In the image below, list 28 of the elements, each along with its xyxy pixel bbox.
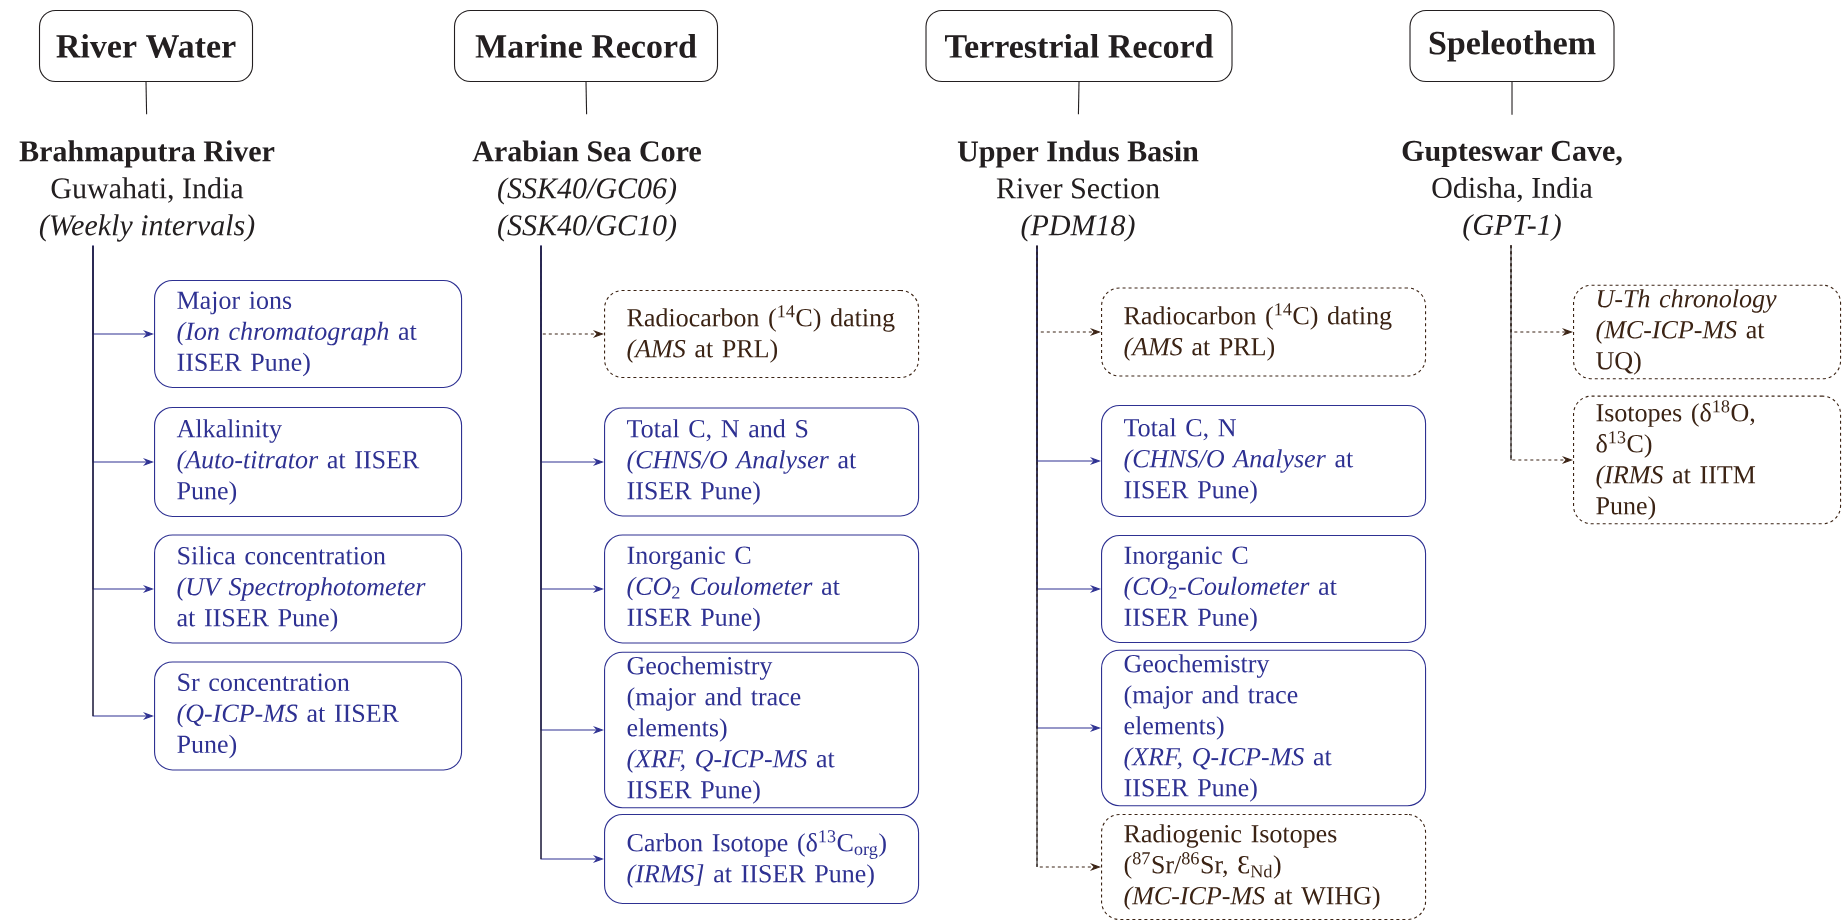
- method-box: Radiocarbon ($^{14}$C) dating (AMS at PRL): [604, 289, 920, 379]
- method-box: Radiogenic Isotopes ($^{87}$Sr/$^{86}$Sr, Ɛ$_{Nd}$) (MC-ICP-MS at WIHG): [1101, 813, 1427, 921]
- category-box: Marine Record: [453, 9, 719, 83]
- method-box: Alkalinity (Auto-titrator at IISER Pune): [154, 406, 463, 518]
- connector-line: [1077, 81, 1080, 115]
- site-label: Gupteswar Cave, Odisha, India (GPT-1): [1402, 140, 1622, 242]
- connector-line: [1511, 81, 1513, 116]
- connector-line: [585, 81, 588, 115]
- method-box: Silica concentration (UV Spectrophotometer at IISER Pune): [154, 534, 463, 644]
- method-box: Inorganic C (CO$_{2}$-Coulometer at IISER Pune): [1101, 534, 1427, 644]
- method-box: Geochemistry (major and trace elements) (XRF, Q-ICP-MS at IISER Pune): [1101, 649, 1427, 807]
- method-box: U-Th chronology (MC-ICP-MS at UQ): [1573, 284, 1842, 380]
- site-label: Upper Indus Basin River Section (PDM18): [957, 140, 1199, 242]
- method-box: Total C, N and S (CHNS/O Analyser at IISER Pune): [604, 407, 920, 517]
- site-label: Brahmaputra River Guwahati, India (Weekly intervals): [19, 140, 275, 242]
- method-box: Geochemistry (major and trace elements) (XRF, Q-ICP-MS at IISER Pune): [604, 651, 920, 809]
- method-box: Sr concentration (Q-ICP-MS at IISER Pune): [154, 661, 463, 771]
- site-label: Arabian Sea Core (SSK40/GC06) (SSK40/GC10): [472, 140, 701, 242]
- method-box: Isotopes (δ$^{18}$O, δ$^{13}$C) (IRMS at IITM Pune): [1573, 395, 1842, 525]
- method-box: Inorganic C (CO$_{2}$ Coulometer at IISER Pune): [604, 534, 920, 644]
- method-box: Total C, N (CHNS/O Analyser at IISER Pune): [1101, 404, 1427, 518]
- category-box: River Water: [38, 9, 254, 83]
- method-box: Major ions (Ion chromatograph at IISER Pune): [154, 279, 463, 389]
- method-box: Radiocarbon ($^{14}$C) dating (AMS at PRL): [1101, 287, 1427, 377]
- category-box: Terrestrial Record: [925, 9, 1233, 83]
- connector-line: [145, 81, 148, 115]
- category-box: Speleothem: [1409, 9, 1615, 83]
- method-box: Carbon Isotope (δ$^{13}$C$_{org}$) (IRMS] at IISER Pune): [604, 813, 920, 905]
